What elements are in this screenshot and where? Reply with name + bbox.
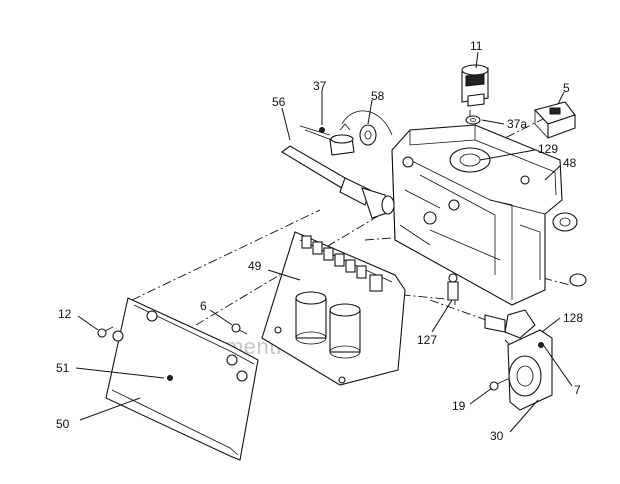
knob-part-58 [341,110,393,146]
washer-part-37a [465,115,481,125]
callout-50: 50 [56,417,70,431]
callout-58: 58 [371,89,385,103]
leader-lines [75,51,573,433]
screw-part-12 [97,326,114,338]
screw-part-127 [447,273,459,301]
callout-19: 19 [452,399,466,413]
callout-37: 37 [313,79,327,93]
callout-12: 12 [58,307,72,321]
callout-37a: 37a [507,117,527,131]
switch-part-5 [533,101,576,139]
screw-part-6 [231,323,248,335]
callout-127: 127 [417,333,437,347]
callout-6: 6 [200,299,207,313]
callout-128: 128 [563,311,583,325]
relay-block [301,235,383,292]
screw-part-19 [489,377,511,391]
cover-part-50 [105,297,259,461]
coil-part-11 [461,64,489,107]
motor-part-30 [484,309,553,411]
callout-7: 7 [574,383,581,397]
callout-129: 129 [538,142,558,156]
callout-48: 48 [563,156,577,170]
callout-labels: 11 5 37 58 56 37a 129 48 49 12 6 127 128… [56,39,583,443]
circuit-board-part-49 [261,231,406,386]
potentiometer-part-37 [299,123,355,156]
callout-49: 49 [248,259,262,273]
callout-56: 56 [272,95,286,109]
capacitors [295,291,361,359]
main-housing [391,124,587,306]
callout-11: 11 [470,39,483,53]
cable-part-56 [281,145,395,219]
callout-5: 5 [563,81,570,95]
callout-51: 51 [56,361,70,375]
callout-30: 30 [490,429,504,443]
